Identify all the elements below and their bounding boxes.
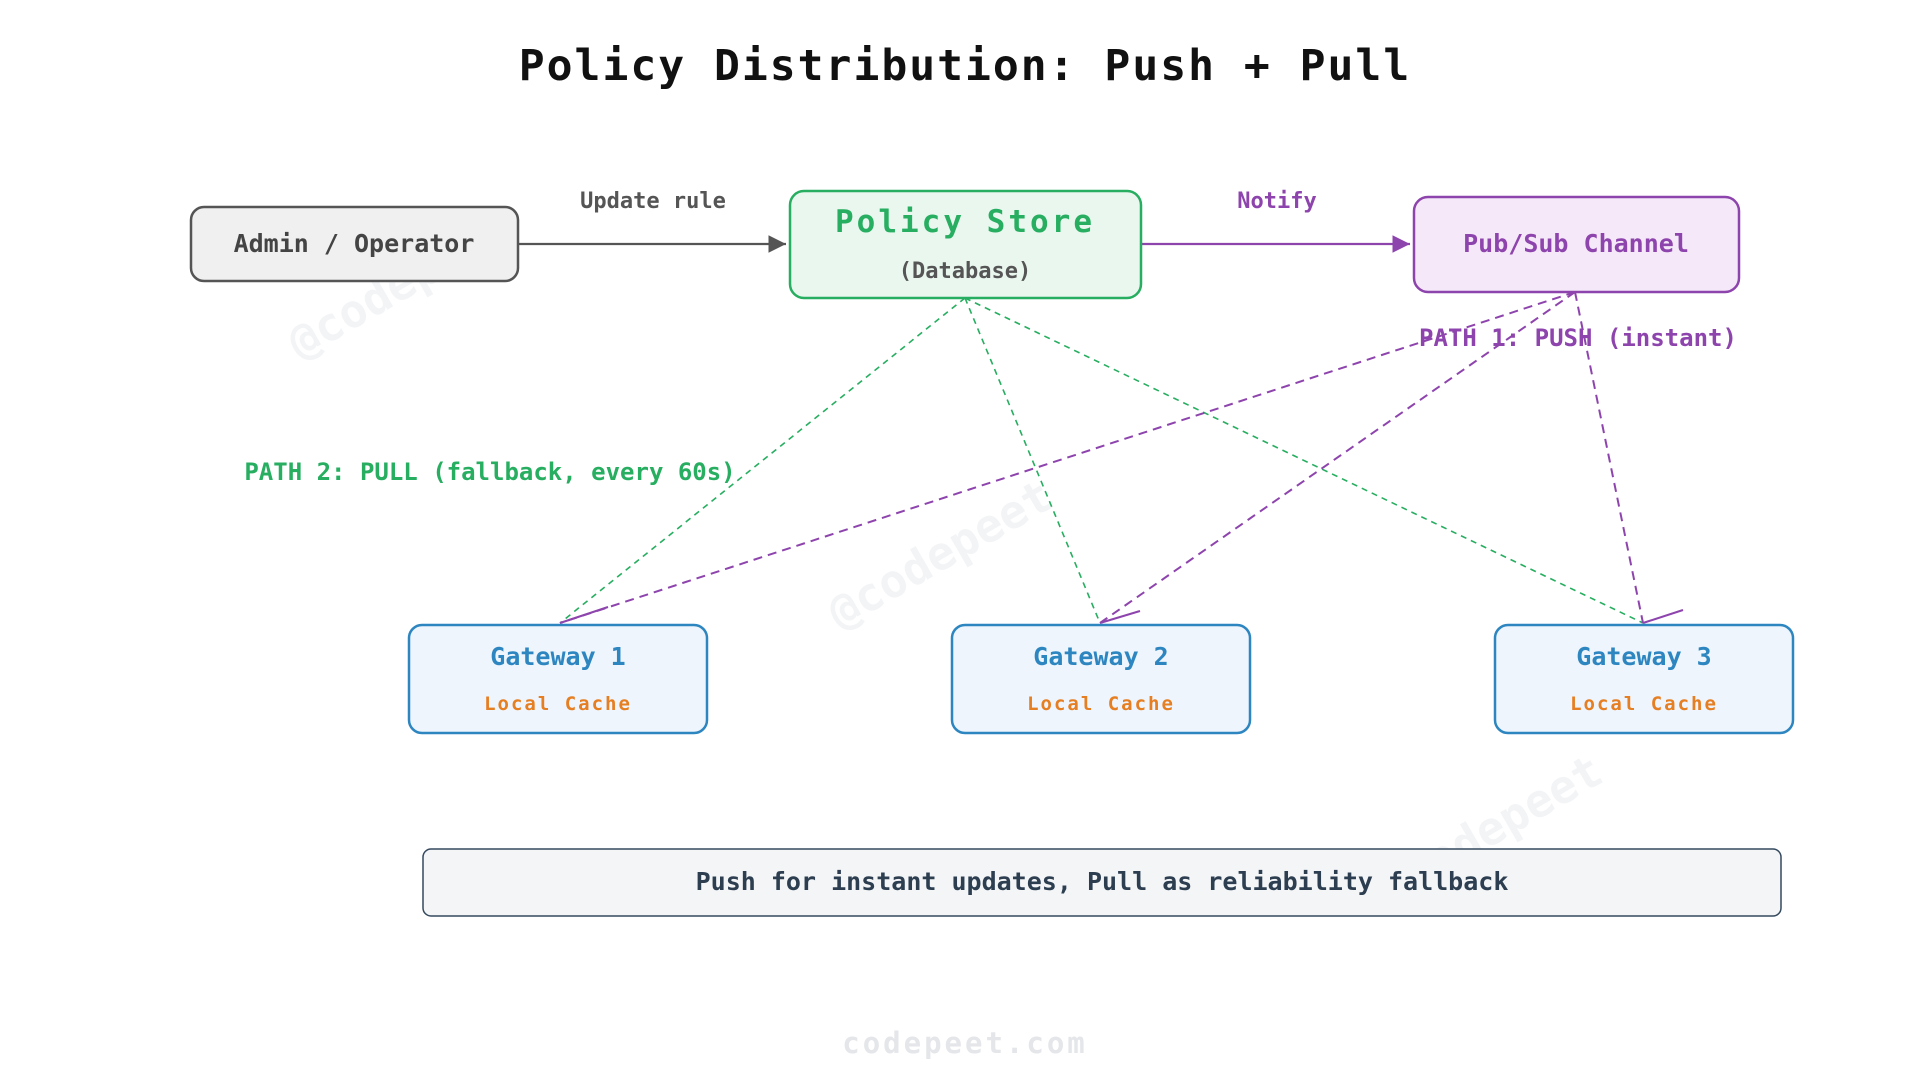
push-arrowheads xyxy=(559,606,1684,624)
notify-label: Notify xyxy=(1237,189,1316,214)
watermarks: @codepeet @codepeet @codepeet xyxy=(279,198,1612,914)
push-arrowhead xyxy=(1099,610,1141,624)
diagram-title: Policy Distribution: Push + Pull xyxy=(519,41,1411,91)
admin-node: Admin / Operator xyxy=(189,205,520,283)
admin-box xyxy=(189,205,520,283)
gateway-box xyxy=(950,623,1252,735)
admin-label: Admin / Operator xyxy=(234,229,475,258)
pubsub-label: Pub/Sub Channel xyxy=(1463,229,1689,258)
watermark: @codepeet xyxy=(819,468,1062,639)
gateway-cache-label: Local Cache xyxy=(1570,693,1718,715)
summary-note-box xyxy=(422,848,1782,917)
push-arrowhead xyxy=(559,606,609,624)
gateway-node: Gateway 2 Local Cache xyxy=(950,623,1252,735)
gateway-box xyxy=(407,623,709,735)
push-arrowhead xyxy=(1642,609,1684,624)
pull-path-label: PATH 2: PULL (fallback, every 60s) xyxy=(244,458,735,486)
push-path-label: PATH 1: PUSH (instant) xyxy=(1419,324,1737,352)
update-rule-label: Update rule xyxy=(580,189,726,214)
gateway-node: Gateway 1 Local Cache xyxy=(407,623,709,735)
pubsub-box xyxy=(1412,195,1741,294)
pubsub-node: Pub/Sub Channel xyxy=(1412,195,1741,294)
pull-connectors xyxy=(559,297,1644,624)
push-line-gateway-3 xyxy=(1574,291,1644,624)
pull-line-gateway-3 xyxy=(964,297,1644,624)
gateway-cache-label: Local Cache xyxy=(484,693,632,715)
gateway-label: Gateway 1 xyxy=(490,642,625,671)
policy-store-node: Policy Store (Database) xyxy=(788,189,1143,300)
policy-store-label: Policy Store xyxy=(835,204,1095,240)
gateway-node: Gateway 3 Local Cache xyxy=(1493,623,1795,735)
gateway-label: Gateway 3 xyxy=(1576,642,1711,671)
policy-store-sublabel: (Database) xyxy=(899,259,1031,284)
push-connectors xyxy=(559,291,1644,624)
summary-note-text: Push for instant updates, Pull as reliab… xyxy=(696,867,1509,896)
gateway-box xyxy=(1493,623,1795,735)
summary-note: Push for instant updates, Pull as reliab… xyxy=(422,848,1782,917)
gateway-cache-label: Local Cache xyxy=(1027,693,1175,715)
pull-line-gateway-2 xyxy=(964,297,1101,624)
pull-line-gateway-1 xyxy=(559,297,966,624)
gateway-label: Gateway 2 xyxy=(1033,642,1168,671)
policy-store-box xyxy=(788,189,1143,300)
footer-brand: codepeet.com xyxy=(842,1026,1088,1060)
push-line-gateway-2 xyxy=(1099,291,1576,624)
push-line-gateway-1 xyxy=(559,291,1576,624)
